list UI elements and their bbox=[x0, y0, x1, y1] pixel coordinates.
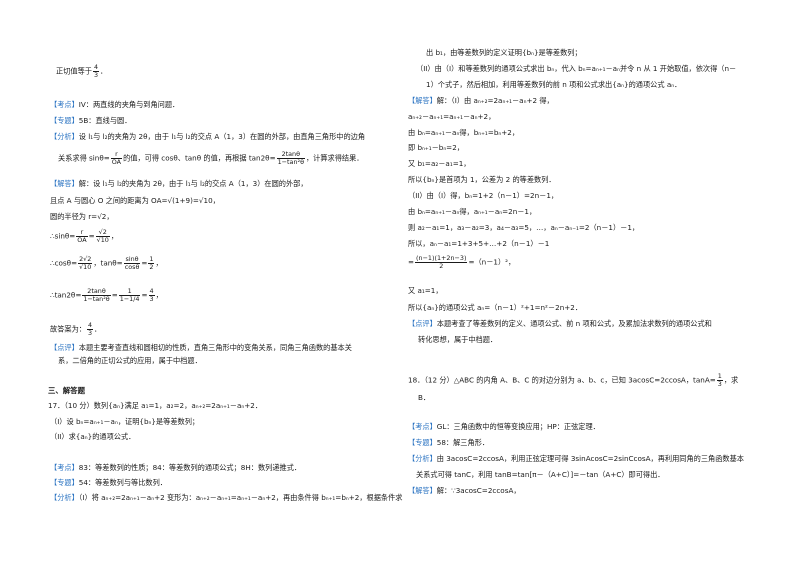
solution-line: 则 a₂－a₁=1，a₃－a₂=3，a₄－a₃=5，…，aₙ－aₙ₋₁=2（n－… bbox=[408, 223, 640, 232]
solution-fraction-line: =(n−1)(1+2n−3)2=（n－1）²， bbox=[408, 254, 516, 270]
solution-line: 又 a₁=1， bbox=[408, 286, 443, 295]
problem-17-part-2: （II）求{aₙ}的通项公式． bbox=[50, 432, 136, 441]
text: 正切值等于 bbox=[56, 66, 92, 76]
section-title: 三、解答题 bbox=[48, 386, 85, 395]
problem-18-statement-cont: B． bbox=[418, 393, 431, 402]
solution-line: （II）由（I）得，bₙ=1+2（n－1）=2n－1， bbox=[408, 191, 559, 200]
zhuanti-line: 【专题】54：等差数列与等比数列． bbox=[50, 478, 167, 487]
fenxi-line: 【分析】设 l₁与 l₂的夹角为 2θ，由于 l₁与 l₂的交点 A（1，3）在… bbox=[50, 132, 366, 141]
solution-line: 所以{aₙ}的通项公式 aₙ=（n－1）²+1=n²－2n+2． bbox=[408, 303, 583, 312]
dianping-line-2: 转化思想，属于中档题． bbox=[418, 335, 498, 344]
dianping-line: 【点评】本题考查了等差数列的定义、通项公式、前 n 项和公式，及累加法求数列的通… bbox=[408, 319, 712, 328]
fenxi-line: 【分析】（I）将 aₙ₊₂=2aₙ₊₁－aₙ+2 变形为：aₙ₊₂－aₙ₊₁=a… bbox=[50, 493, 403, 502]
kaodian-line: 【考点】IV：两直线的夹角与到角问题． bbox=[50, 100, 180, 109]
fenxi-part-2: （II）由（I）和等差数列的通项公式求出 bₙ，代入 bₙ=aₙ₊₁－aₙ并令 … bbox=[416, 64, 737, 73]
jieda-line: 【解答】解：设 l₁与 l₂的夹角为 2θ，由于 l₁与 l₂的交点 A（1，3… bbox=[50, 179, 308, 188]
problem-17-part-1: （I）设 bₙ=aₙ₊₁－aₙ，证明{bₙ}是等差数列； bbox=[50, 417, 200, 426]
dianping-line-2: 系，二倍角的正切公式的应用，属于中档题． bbox=[58, 356, 202, 365]
solution-line: 又 b₁=a₂－a₁=1， bbox=[408, 159, 471, 168]
solution-line: aₙ₊₂－aₙ₊₁=aₙ₊₁－aₙ+2， bbox=[408, 112, 496, 121]
solution-line: 圆的半径为 r=√2， bbox=[50, 212, 114, 221]
dianping-line: 【点评】本题主要考查直线和圆相切的性质，直角三角形中的变角关系，同角三角函数的基… bbox=[50, 343, 352, 352]
kaodian-line: 【考点】GL：三角函数中的恒等变换应用；HP：正弦定理． bbox=[408, 422, 600, 431]
solution-line: 即 bₙ₊₁－bₙ=2， bbox=[408, 143, 464, 152]
jieda-line: 【解答】解：∵3acosC=2ccosA， bbox=[408, 486, 521, 495]
zhuanti-line: 【专题】5B：直线与圆． bbox=[50, 116, 132, 125]
solution-line: 所以，aₙ－a₁=1+3+5+…+2（n－1）－1 bbox=[408, 239, 550, 248]
fenxi-line: 【分析】由 3acosC=2ccosA，利用正弦定理可得 3sinAcosC=2… bbox=[408, 454, 744, 463]
problem-17-statement: 17．（10 分）数列{aₙ}满足 a₁=1，a₂=2，aₙ₊₂=2aₙ₊₁－a… bbox=[48, 401, 263, 410]
kaodian-line: 【考点】83：等差数列的性质；84：等差数列的通项公式；8H：数列递推式． bbox=[50, 463, 302, 472]
solution-line: 由 bₙ=aₙ₊₁－aₙ得，bₙ₊₁=bₙ+2， bbox=[408, 128, 520, 137]
fenxi-continued: 出 b₁，由等差数列的定义证明{bₙ}是等差数列； bbox=[426, 48, 582, 57]
right-column: 出 b₁，由等差数列的定义证明{bₙ}是等差数列； （II）由（I）和等差数列的… bbox=[408, 0, 768, 565]
solution-line: 所以{bₙ}是首项为 1，公差为 2 的等差数列． bbox=[408, 175, 556, 184]
solution-line: 且点 A 与圆心 O 之间的距离为 OA=√(1+9)=√10， bbox=[50, 196, 220, 205]
problem-18-statement: 18．（12 分）△ABC 的内角 A、B、C 的对边分别为 a、b、c，已知 … bbox=[408, 372, 739, 388]
fenxi-line-2: 关系式可得 tanC，利用 tanB=tan[π－（A+C）]=－tan（A+C… bbox=[416, 470, 665, 479]
jieda-line: 【解答】解：（I）由 aₙ₊₂=2aₙ₊₁－aₙ+2 得， bbox=[408, 96, 554, 105]
zhuanti-line: 【专题】58：解三角形． bbox=[408, 438, 490, 447]
solution-line: 由 bₙ=aₙ₊₁－aₙ得，aₙ₊₁－aₙ=2n－1， bbox=[408, 207, 537, 216]
fenxi-part-2-cont: 1）个式子，然后相加，利用等差数列的前 n 项和公式求出{aₙ}的通项公式 aₙ… bbox=[426, 80, 682, 89]
